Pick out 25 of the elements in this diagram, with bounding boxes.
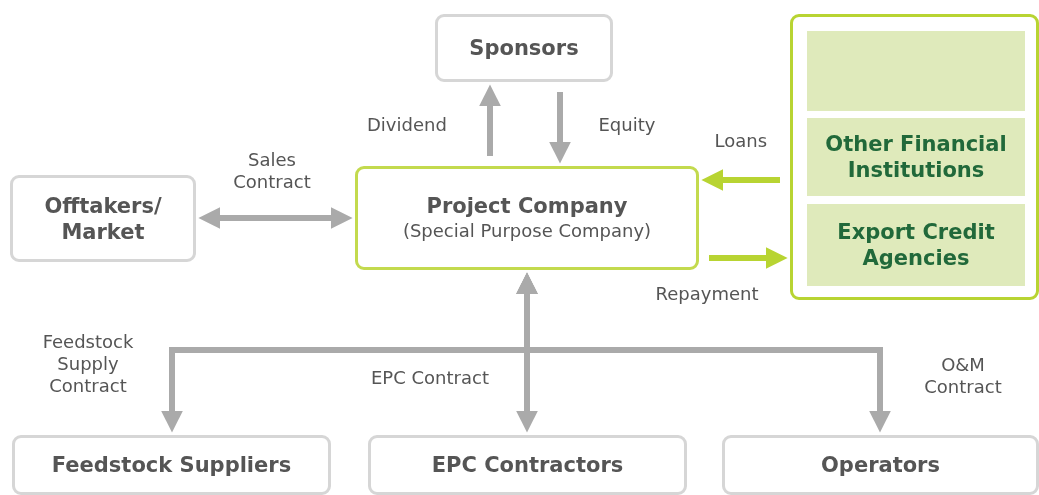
- arrow: [709, 247, 788, 269]
- lender-group-panel: [790, 14, 1039, 300]
- node-label: Offtakers/ Market: [43, 192, 163, 245]
- node-label: Sponsors: [469, 35, 579, 61]
- node-subtitle: (Special Purpose Company): [402, 219, 652, 243]
- institution-box: [807, 118, 1025, 196]
- node-label: Operators: [821, 452, 940, 478]
- entity-box: [10, 175, 196, 262]
- institution-box: [807, 204, 1025, 286]
- node-label: Feedstock Suppliers: [51, 452, 292, 478]
- arrow: [516, 272, 891, 433]
- entity-box: [435, 14, 613, 82]
- node-label: Project Company: [426, 193, 628, 219]
- institution-box: [807, 31, 1025, 111]
- arrow: [549, 92, 571, 164]
- node-label: EPC Contractors: [431, 452, 624, 478]
- entity-box: [12, 435, 331, 495]
- arrow: [479, 84, 501, 156]
- node-label: Export Credit Agencies: [836, 219, 996, 271]
- node-label: Other Financial Institutions: [824, 131, 1008, 183]
- entity-box: [722, 435, 1039, 495]
- arrow: [701, 169, 780, 191]
- arrow: [198, 207, 353, 229]
- entity-box: [368, 435, 687, 495]
- entity-box: [355, 166, 699, 270]
